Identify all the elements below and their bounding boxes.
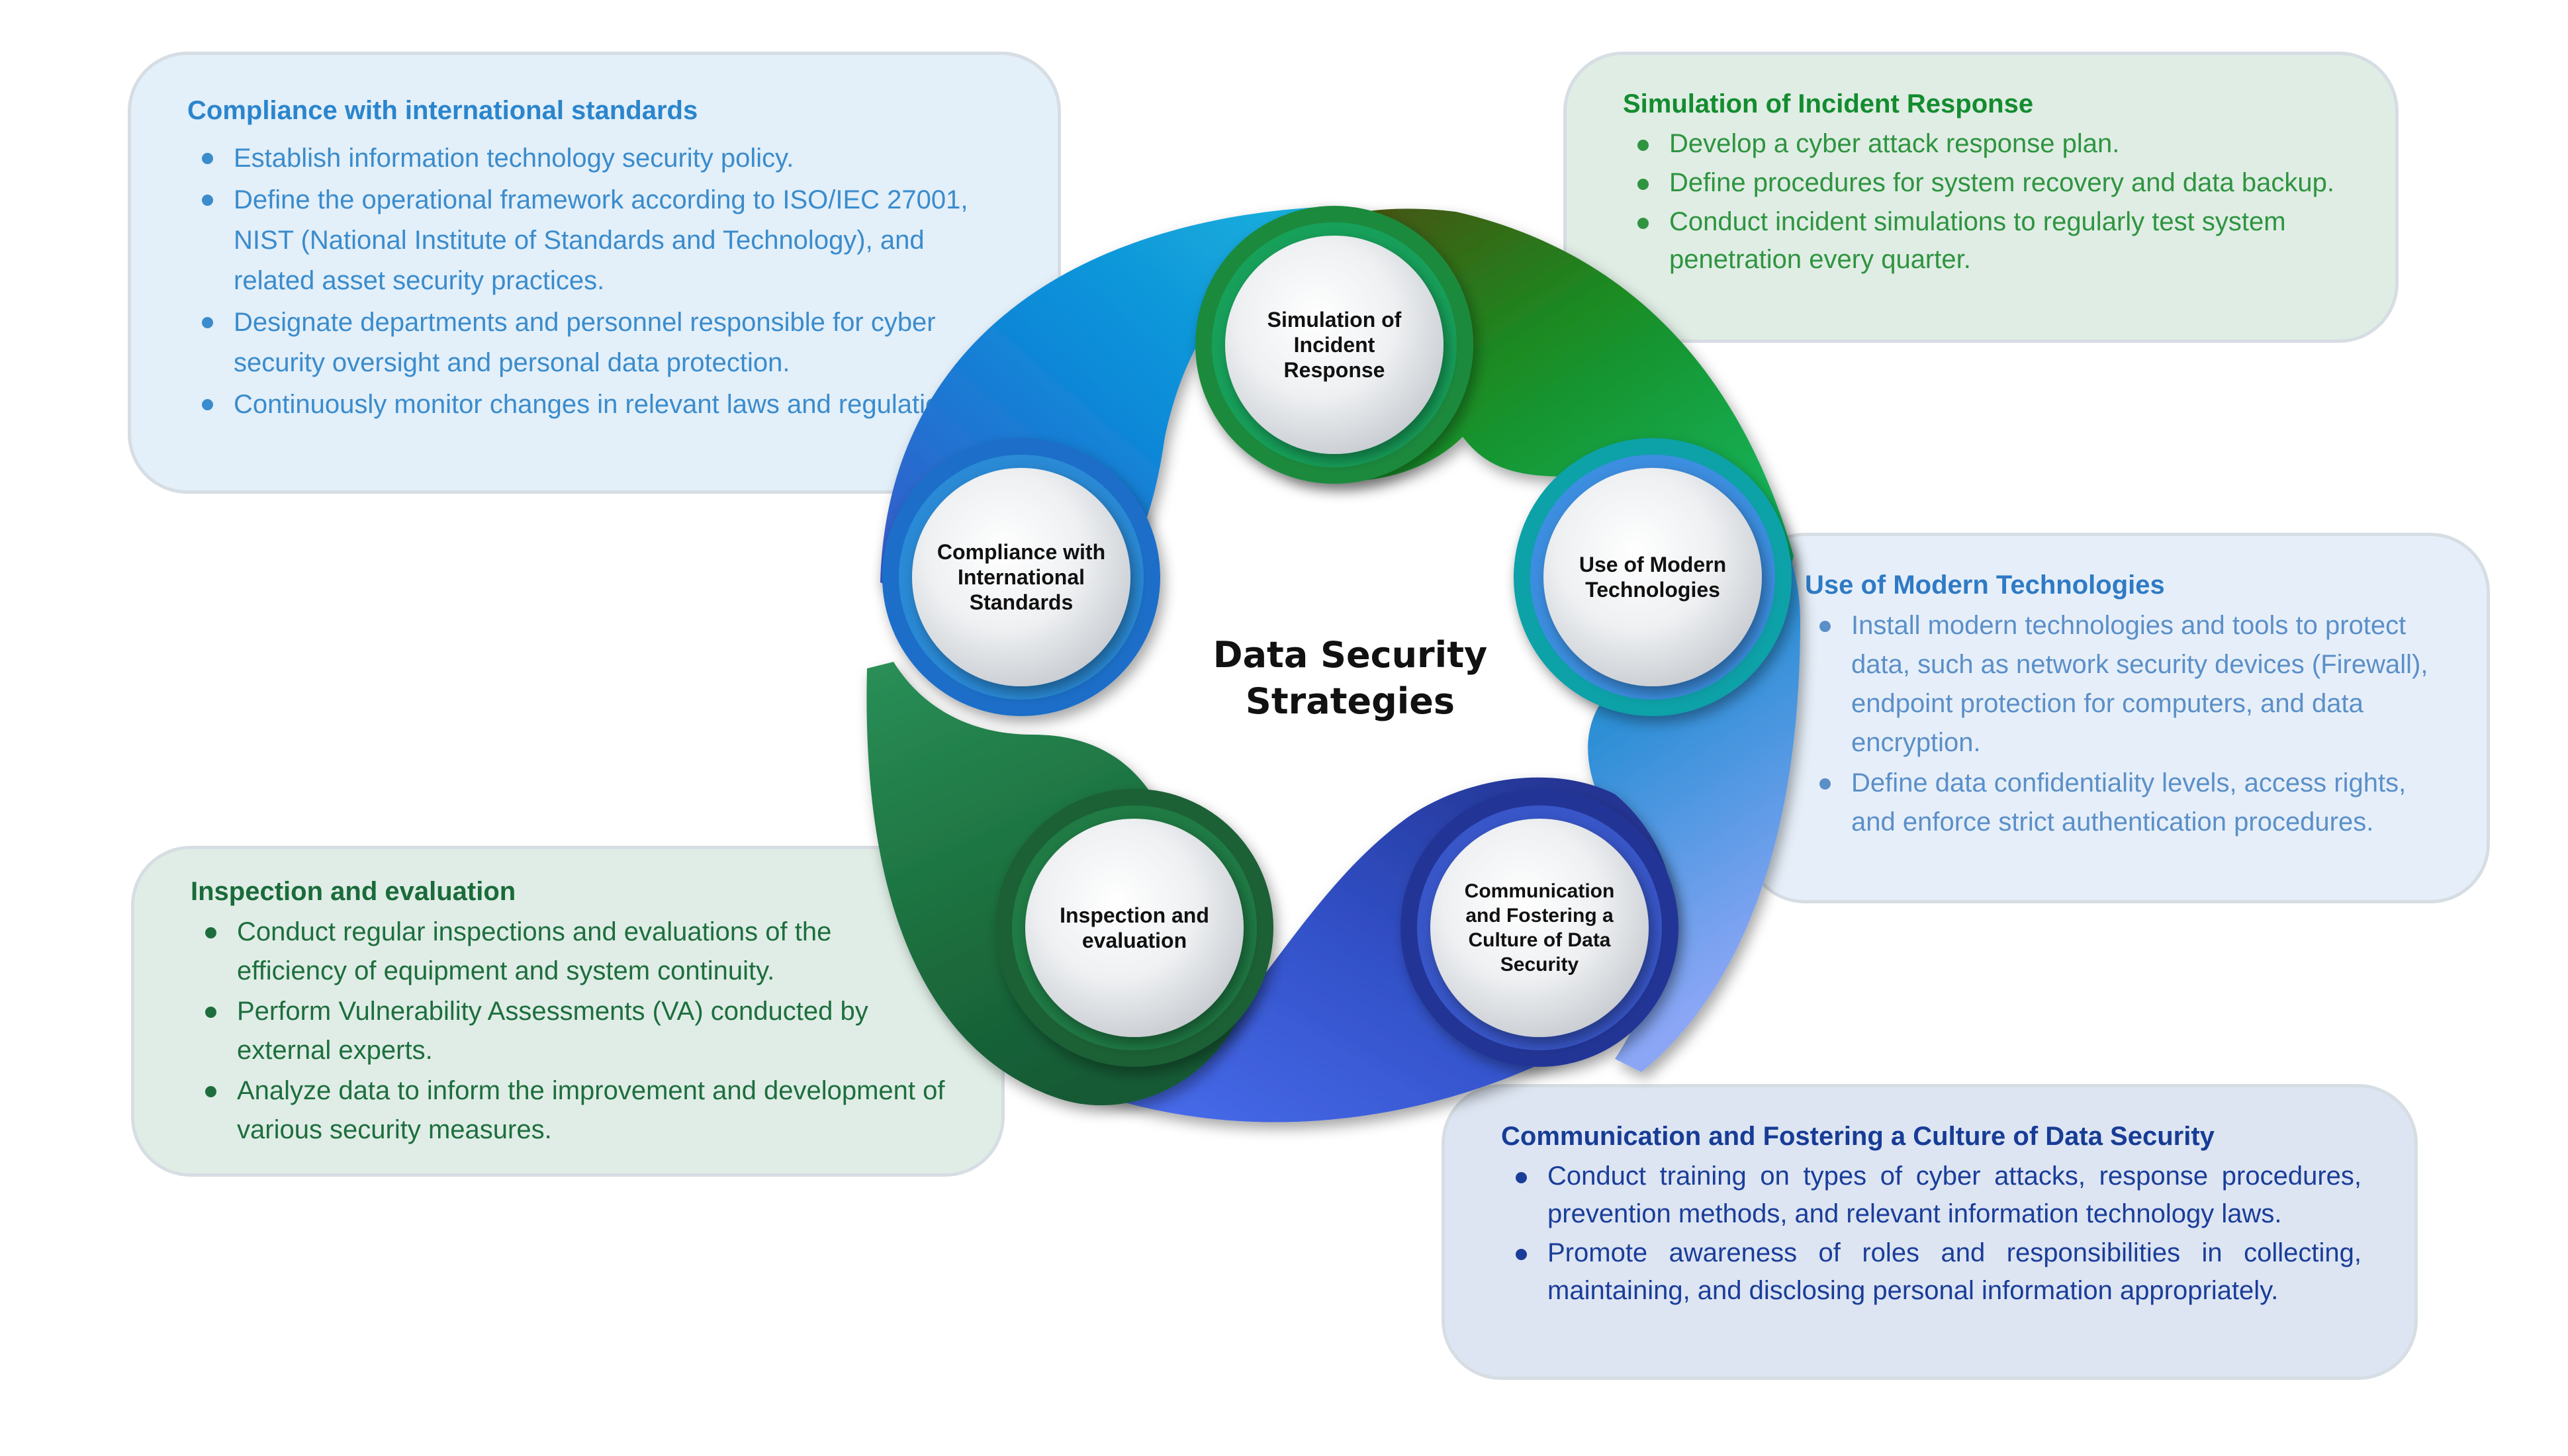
incident-list: Develop a cyber attack response plan. De… — [1623, 125, 2342, 279]
modern-tech-panel: Use of Modern Technologies Install moder… — [1745, 533, 2490, 903]
node-label-inspection: Inspection and evaluation — [1060, 903, 1209, 952]
incident-panel-title: Simulation of Incident Response — [1623, 89, 2034, 118]
node-inspection — [995, 789, 1273, 1067]
list-item: Designate departments and personnel resp… — [202, 302, 1005, 383]
communication-panel-title: Communication and Fostering a Culture of… — [1501, 1122, 2215, 1151]
list-item: Establish information technology securit… — [202, 138, 1005, 179]
list-item: Continuously monitor changes in relevant… — [202, 385, 1005, 425]
node-label-communication: Communication and Fostering a Culture of… — [1464, 880, 1615, 976]
node-label-incident: Simulation of Incident Response — [1267, 308, 1402, 382]
inspection-list: Conduct regular inspections and evaluati… — [191, 913, 948, 1150]
center-title: Data Security Strategies — [1213, 634, 1488, 722]
node-communication — [1400, 789, 1678, 1067]
list-item: Define procedures for system recovery an… — [1637, 164, 2342, 202]
inspection-panel-title: Inspection and evaluation — [191, 877, 516, 906]
node-label-modern: Use of Modern Technologies — [1579, 553, 1727, 602]
list-item: Perform Vulnerability Assessments (VA) c… — [205, 992, 948, 1070]
list-item: Define data confidentiality levels, acce… — [1819, 764, 2434, 842]
list-item: Analyze data to inform the improvement a… — [205, 1071, 948, 1150]
compliance-list: Establish information technology securit… — [187, 138, 1005, 425]
compliance-panel: Compliance with international standards … — [128, 52, 1061, 494]
modern-tech-list: Install modern technologies and tools to… — [1805, 606, 2434, 842]
node-compliance — [882, 438, 1160, 716]
node-modern — [1514, 438, 1792, 716]
list-item: Define the operational framework accordi… — [202, 180, 1005, 301]
list-item: Conduct training on types of cyber attac… — [1516, 1158, 2362, 1233]
node-incident — [1195, 206, 1473, 484]
communication-panel: Communication and Fostering a Culture of… — [1442, 1084, 2418, 1380]
list-item: Conduct incident simulations to regularl… — [1637, 203, 2342, 279]
modern-tech-panel-title: Use of Modern Technologies — [1805, 570, 2165, 600]
list-item: Develop a cyber attack response plan. — [1637, 125, 2342, 163]
compliance-panel-title: Compliance with international standards — [187, 96, 698, 125]
list-item: Conduct regular inspections and evaluati… — [205, 913, 948, 991]
list-item: Install modern technologies and tools to… — [1819, 606, 2434, 762]
communication-list: Conduct training on types of cyber attac… — [1501, 1158, 2362, 1310]
node-label-compliance: Compliance with International Standards — [937, 540, 1106, 614]
incident-panel: Simulation of Incident Response Develop … — [1563, 52, 2399, 343]
list-item: Promote awareness of roles and responsib… — [1516, 1234, 2362, 1310]
inspection-panel: Inspection and evaluation Conduct regula… — [131, 846, 1005, 1177]
